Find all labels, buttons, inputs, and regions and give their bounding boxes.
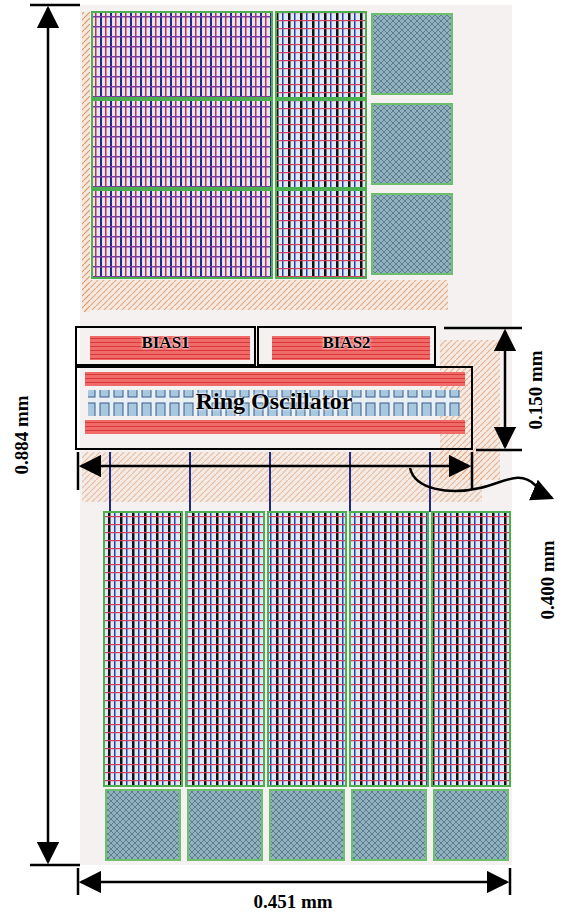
bias-block: BIAS1	[75, 326, 256, 366]
block-label: BIAS1	[141, 334, 189, 364]
dimension-label: 0.150 mm	[525, 350, 547, 429]
block-label: BIAS2	[322, 334, 370, 364]
dimension-label: 0.400 mm	[537, 540, 559, 619]
bias-block: BIAS2	[257, 326, 436, 366]
dimension-label: 0.451 mm	[253, 891, 332, 913]
dimension-label: 0.884 mm	[11, 395, 33, 474]
oscillator-block: Ring Oscillator	[75, 366, 473, 450]
block-label: Ring Oscillator	[196, 388, 353, 448]
